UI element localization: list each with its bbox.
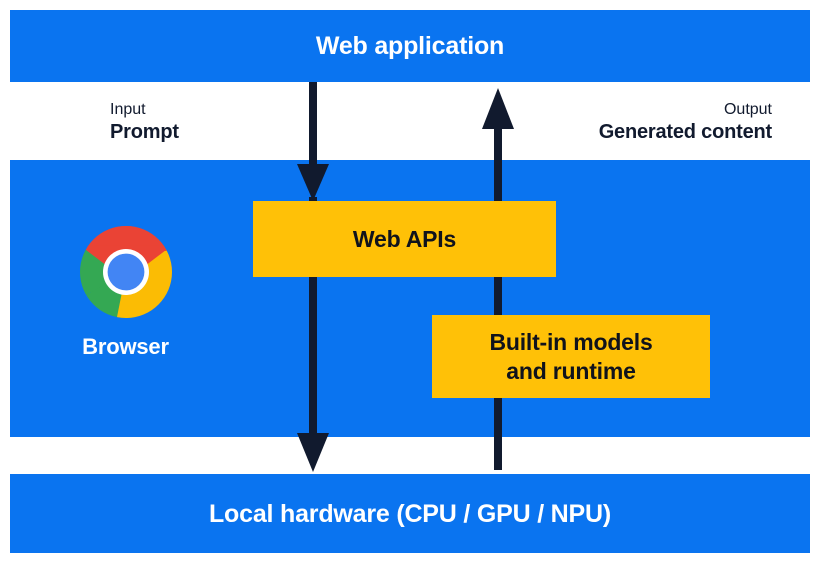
chrome-logo-icon	[79, 226, 172, 318]
flow-output-value: Generated content	[598, 121, 773, 143]
box-web-apis: Web APIs	[253, 201, 556, 277]
arrow-down-icon	[297, 82, 329, 472]
band-local-hardware-label: Local hardware (CPU / GPU / NPU)	[208, 500, 611, 528]
box-builtin-models-label: Built-in models and runtime	[489, 328, 652, 384]
band-local-hardware: Local hardware (CPU / GPU / NPU)	[10, 474, 810, 553]
flow-caption-input: Input Prompt	[110, 100, 179, 145]
browser-group: Browser	[58, 226, 193, 360]
flow-caption-output: Output Generated content	[598, 100, 773, 145]
band-web-application-label: Web application	[315, 32, 505, 60]
box-builtin-models: Built-in models and runtime	[432, 315, 710, 398]
flow-input-value: Prompt	[110, 121, 179, 143]
browser-label: Browser	[82, 334, 169, 359]
flow-output-kind: Output	[723, 101, 772, 118]
band-web-application: Web application	[10, 10, 810, 82]
flow-input-kind: Input	[110, 101, 146, 118]
box-web-apis-label: Web APIs	[352, 225, 457, 252]
arrow-up-icon	[482, 88, 514, 470]
box-builtin-models-line1: Built-in models	[489, 329, 653, 356]
box-builtin-models-line2: and runtime	[506, 357, 636, 384]
